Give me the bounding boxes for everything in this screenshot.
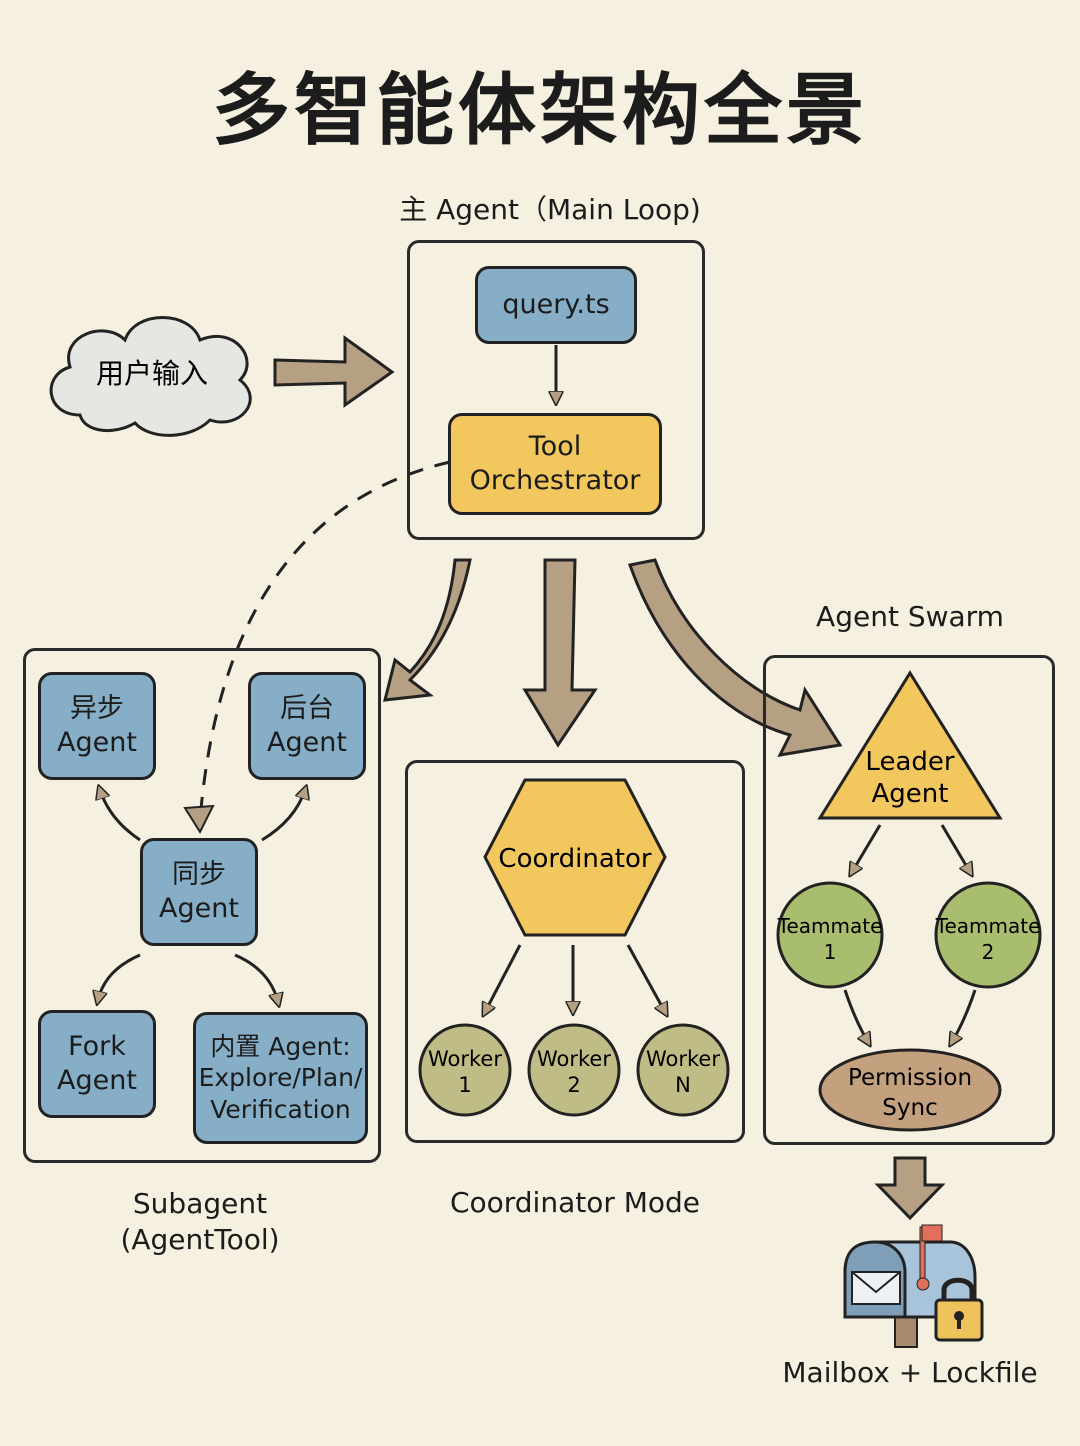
user-input-arrow (273, 335, 395, 408)
leader-agent-node: Leader Agent (817, 670, 1003, 820)
fork-agent-line2: Agent (57, 1065, 137, 1096)
swarm-panel (763, 655, 1055, 1145)
async-agent-line2: Agent (57, 727, 137, 758)
padlock-icon (934, 1277, 984, 1342)
background-agent-line1: 后台 (280, 693, 334, 725)
sync-to-async-arrow (100, 790, 141, 842)
coordinator-panel (405, 760, 745, 1143)
teammates-group: Teammate 1 Teammate 2 (776, 881, 1042, 989)
swarm-title: Agent Swarm (816, 600, 1004, 633)
teammate-label: Teammate (935, 914, 1041, 938)
main-agent-panel (407, 240, 705, 540)
tm1-to-perm-arrow (843, 989, 868, 1042)
leader-to-tm2-arrow (940, 824, 970, 872)
worker-label: Worker (537, 1047, 611, 1071)
worker-number: 1 (458, 1073, 471, 1097)
worker-label: Worker (428, 1047, 502, 1071)
background-agent-line2: Agent (267, 727, 347, 758)
mailbox-caption: Mailbox + Lockfile (782, 1356, 1038, 1389)
arrow-to-coordinator (522, 558, 598, 748)
dashed-arrowhead (183, 804, 215, 835)
main-agent-label: 主 Agent（Main Loop) (399, 193, 701, 226)
sync-to-bg-arrow (261, 790, 305, 842)
teammate-node: Teammate 1 (776, 881, 884, 989)
builtin-agent-line1: 内置 Agent: (210, 1032, 351, 1062)
worker-node: Worker 2 (527, 1023, 621, 1117)
subagent-caption: Subagent (AgentTool) (80, 1186, 320, 1259)
envelope-icon (851, 1271, 901, 1305)
builtin-agent-line2: Explore/Plan/ (198, 1063, 363, 1093)
async-agent-line1: 异步 (70, 693, 124, 725)
worker-number: 2 (567, 1073, 580, 1097)
workers-group: Worker 1 Worker 2 Worker N (418, 1023, 730, 1117)
fork-agent-line1: Fork (68, 1031, 126, 1063)
tool-orchestrator-node: Tool Orchestrator (448, 413, 662, 515)
subagent-caption-line1: Subagent (132, 1187, 268, 1220)
coord-to-workerN-arrow (626, 944, 665, 1012)
teammate-label: Teammate (777, 914, 883, 938)
subagent-panel (23, 648, 381, 1163)
user-input-cloud: 用户输入 (49, 316, 252, 437)
dashed-tool-call-line (198, 460, 451, 821)
arrow-to-subagent (383, 558, 472, 702)
query-ts-node: query.ts (475, 266, 637, 344)
worker-node: Worker N (636, 1023, 730, 1117)
perm-line2: Sync (882, 1095, 937, 1121)
fork-agent-node: Fork Agent (38, 1010, 156, 1118)
leader-line2: Agent (872, 779, 949, 809)
tool-orchestrator-line1: Tool (528, 431, 582, 463)
sync-to-fork-arrow (98, 953, 141, 1000)
worker-number: N (675, 1073, 691, 1097)
query-ts-label: query.ts (502, 289, 610, 321)
arrow-to-swarm (628, 558, 843, 757)
perm-line1: Permission (848, 1065, 972, 1091)
coordinator-node: Coordinator (483, 778, 667, 937)
builtin-agent-node: 内置 Agent: Explore/Plan/ Verification (193, 1012, 368, 1144)
worker-label: Worker (646, 1047, 720, 1071)
sync-agent-line1: 同步 (172, 859, 226, 891)
coordinator-label: Coordinator (498, 844, 651, 874)
permission-sync-node: Permission Sync (818, 1048, 1002, 1132)
tool-orchestrator-line2: Orchestrator (469, 465, 641, 496)
builtin-agent-line3: Verification (210, 1094, 351, 1124)
teammate-number: 2 (982, 940, 995, 964)
tm2-to-perm-arrow (952, 989, 977, 1042)
leader-line1: Leader (865, 747, 954, 777)
worker-node: Worker 1 (418, 1023, 512, 1117)
coordinator-caption: Coordinator Mode (449, 1186, 701, 1219)
subagent-caption-line2: (AgentTool) (120, 1223, 280, 1257)
sync-to-builtin-arrow (234, 953, 278, 1002)
teammate-number: 1 (824, 940, 837, 964)
coord-to-worker1-arrow (485, 944, 522, 1012)
page-title: 多智能体架构全景 (211, 66, 868, 156)
user-input-label: 用户输入 (96, 357, 208, 390)
async-agent-node: 异步 Agent (38, 672, 156, 780)
mailbox-icon (843, 1224, 984, 1348)
sync-agent-line2: Agent (159, 893, 239, 924)
sync-agent-node: 同步 Agent (140, 838, 258, 946)
swarm-to-mailbox-arrow (874, 1156, 946, 1221)
leader-to-tm1-arrow (852, 824, 882, 872)
teammate-node: Teammate 2 (934, 881, 1042, 989)
background-agent-node: 后台 Agent (248, 672, 366, 780)
